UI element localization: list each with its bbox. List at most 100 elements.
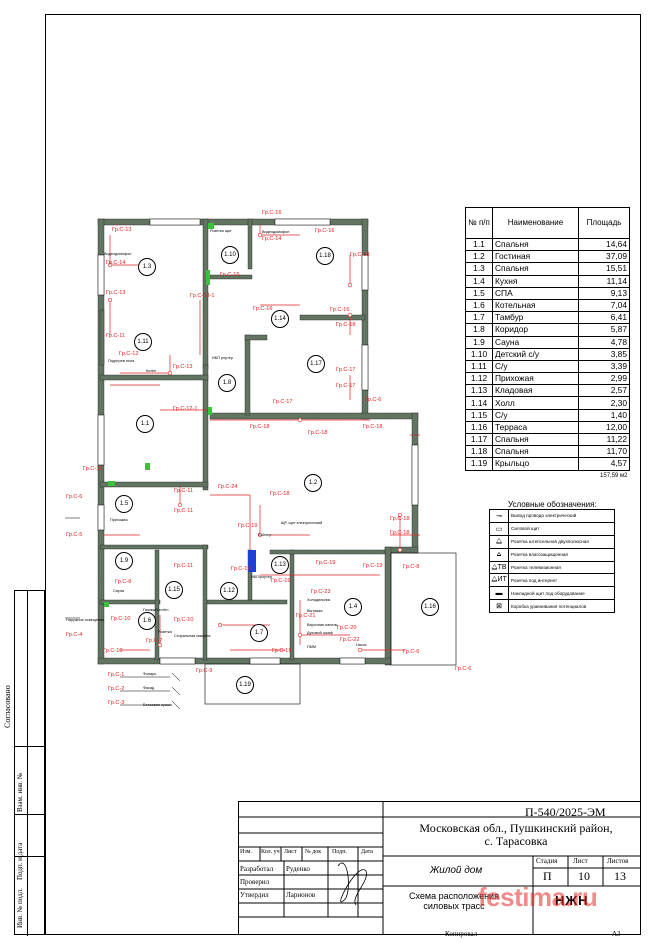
project-address: Московская обл., Пушкинский район, с. Та… — [410, 822, 622, 848]
address-line-2: с. Тарасовка — [484, 834, 548, 848]
room-name: С/у — [492, 408, 579, 422]
circuit-label: Гр.С-6 — [365, 397, 382, 403]
circuit-label: Гр.С-10 — [103, 648, 123, 654]
room-number: 1.11 — [465, 359, 493, 374]
window-marks — [97, 218, 419, 665]
plan-note: Варочная панель — [307, 623, 338, 627]
col-header-name: Наименование — [492, 207, 579, 239]
circuit-label: Гр.С-16 — [262, 210, 282, 216]
room-id: 1.6 — [138, 612, 156, 630]
circuit-label: Гр.С-13 — [173, 364, 193, 370]
total-area: 157,59 м2 — [600, 472, 628, 479]
circuit-label: Гр.С-8 — [403, 564, 420, 570]
room-area: 9,13 — [578, 286, 630, 300]
circuit-label: Гр.С-12-1 — [173, 406, 198, 412]
room-id: 1.14 — [271, 310, 289, 328]
watermark: festima.ru — [478, 882, 598, 912]
circuit-label: Гр.С-12 — [119, 351, 139, 357]
room-name: Котельная — [492, 298, 579, 313]
circuit-label: Гр.С-14 — [106, 260, 126, 266]
stage-label: Стадия — [536, 857, 558, 865]
company-logo: НЖН — [555, 893, 589, 908]
circuit-label: Гр.С-16 — [253, 306, 273, 312]
header-change: Изм. — [240, 849, 252, 855]
room-id: 1.7 — [250, 624, 268, 642]
left-stamp-strip — [14, 590, 46, 936]
stage-value: П — [543, 869, 552, 883]
room-name: Спальня — [492, 237, 579, 252]
header-sign: Подп. — [332, 849, 347, 855]
header-count: Кол. уч — [261, 849, 280, 855]
circuit-label: Гр.С-19 — [363, 563, 383, 569]
room-id: 1.15 — [165, 581, 183, 599]
sheet-title: Схема расположения силовых трасс — [384, 891, 524, 911]
room-area: 4,57 — [578, 457, 630, 471]
circuit-label: Гр.С-7 — [146, 638, 163, 644]
room-id: 1.10 — [221, 246, 239, 264]
room-number: 1.14 — [465, 396, 493, 410]
room-area: 4,78 — [578, 335, 630, 349]
exterior-walls — [97, 218, 419, 666]
plan-note: Сауна — [113, 589, 124, 593]
circuit-label: Гр.С-21 — [296, 613, 316, 619]
strip-divider — [15, 746, 46, 747]
circuit-label: Гр.С-19 — [316, 560, 336, 566]
room-area: 2,30 — [578, 396, 630, 410]
circuit-label: Гр.С-19 — [272, 648, 292, 654]
room-number: 1.2 — [465, 250, 493, 264]
room-id: 1.11 — [134, 333, 152, 351]
plan-note: ИБП/роутер — [251, 575, 273, 579]
circuit-label: Гр.С-11 — [106, 333, 126, 339]
circuit-label: Гр.С-18 — [363, 424, 383, 430]
circuit-label: Гр.С-16 — [315, 228, 335, 234]
circuit-label: Гр.С-2 — [108, 686, 125, 692]
circuit-label: Гр.С-18 — [250, 424, 270, 430]
circuit-label: Гр.С-11 — [174, 563, 194, 569]
room-name: Крыльцо — [492, 457, 579, 471]
sheets-value: 13 — [614, 869, 626, 883]
room-number: 1.12 — [465, 372, 493, 386]
room-name: С/у — [492, 359, 579, 374]
room-number: 1.7 — [465, 311, 493, 325]
room-number: 1.15 — [465, 408, 493, 422]
circuit-label: Гр.С-10 — [111, 616, 131, 622]
strip-divider — [15, 856, 46, 857]
legend-text: Розетка влагозащищенная — [511, 552, 568, 558]
room-number: 1.17 — [465, 432, 493, 447]
room-id: 1.1 — [136, 415, 154, 433]
room-name: Коридор — [492, 323, 579, 337]
room-number: 1.16 — [465, 420, 493, 435]
room-number: 1.3 — [465, 262, 493, 276]
plan-note: Духовой шкаф — [307, 631, 333, 635]
legend-text: Розетка под интернет — [511, 577, 558, 583]
room-number: 1.13 — [465, 384, 493, 398]
strip-divider — [27, 591, 28, 936]
room-area: 11,22 — [578, 432, 630, 447]
legend-text: Силовой щит — [511, 526, 540, 532]
role-developer: Разработал — [240, 865, 274, 873]
circuit-label: Гр.С-22 — [340, 637, 360, 643]
circuit-label: Гр.С-19 — [271, 578, 291, 584]
circuit-label: Гр.С-6 — [66, 494, 83, 500]
room-area: 37,09 — [578, 250, 630, 264]
plan-note: Газовый котёл — [143, 608, 169, 612]
circuit-label: Гр.С-1 — [108, 672, 125, 678]
room-area: 2,57 — [578, 384, 630, 398]
plan-note: Фасад — [143, 686, 155, 690]
room-area: 11,14 — [578, 274, 630, 288]
room-area: 3,85 — [578, 347, 630, 361]
signature — [337, 862, 367, 906]
sheet-title-line-1: Схема расположения — [409, 891, 499, 901]
circuit-label: Гр.С-13 — [112, 227, 132, 233]
